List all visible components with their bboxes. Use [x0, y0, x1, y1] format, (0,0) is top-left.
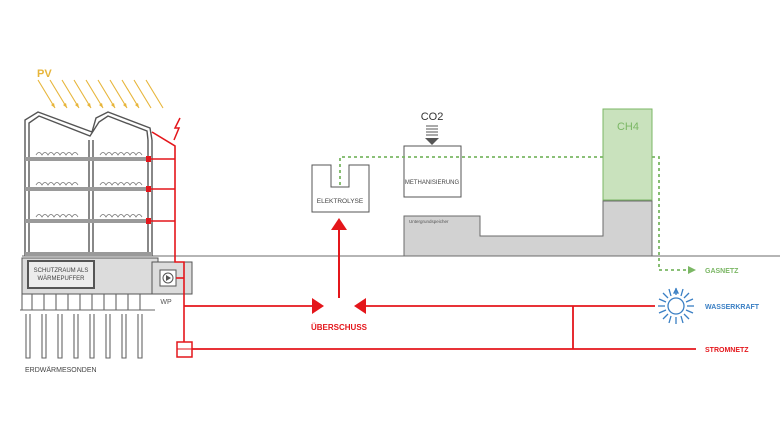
ground-probes	[20, 294, 155, 359]
gasnetz-arrow	[688, 266, 696, 274]
down-arrow-icon	[426, 125, 438, 136]
elektrolyse-box	[311, 164, 370, 213]
floor-slabs	[25, 157, 152, 256]
ueberschuss-label: ÜBERSCHUSS	[311, 323, 368, 332]
gas-flow-line	[339, 156, 688, 271]
ch4-label: CH4	[617, 121, 639, 133]
grid-lines	[184, 305, 696, 350]
erdwaermesonden-label: ERDWÄRMESONDEN	[25, 366, 97, 374]
elektrolyse-label: ELEKTROLYSE	[317, 198, 364, 205]
schutzraum-label-1: SCHUTZRAUM ALS	[34, 268, 89, 274]
floor-heating-coils	[35, 152, 143, 218]
speicher-shape	[403, 200, 653, 257]
pv-label: PV	[37, 68, 52, 80]
floor-feed-taps	[146, 156, 151, 224]
methanisierung-label: METHANISIERUNG	[405, 180, 460, 186]
building	[24, 111, 153, 256]
power-lines	[150, 131, 185, 345]
heat-pump-icon	[159, 269, 177, 287]
arrow-to-elektrolyse	[331, 218, 347, 230]
speicher-label: Untergrundspeicher	[409, 219, 449, 224]
wasserkraft-label: WASSERKRAFT	[705, 304, 760, 311]
lightning-icon	[173, 117, 181, 141]
schutzraum-box	[27, 260, 95, 289]
wp-label: WP	[160, 299, 172, 306]
arrow-to-ueberschuss-right	[354, 298, 366, 314]
schutzraum-label-2: WÄRMEPUFFER	[38, 275, 86, 282]
stromnetz-label: STROMNETZ	[705, 347, 749, 354]
sun-icon	[658, 287, 694, 324]
pv-ray-heads	[51, 103, 139, 108]
co2-label: CO2	[421, 111, 444, 123]
methanisierung-box	[403, 145, 462, 198]
gasnetz-label: GASNETZ	[705, 268, 739, 275]
arrow-to-ueberschuss-left	[312, 298, 324, 314]
ch4-tank	[602, 108, 653, 201]
pv-rays	[37, 79, 164, 109]
